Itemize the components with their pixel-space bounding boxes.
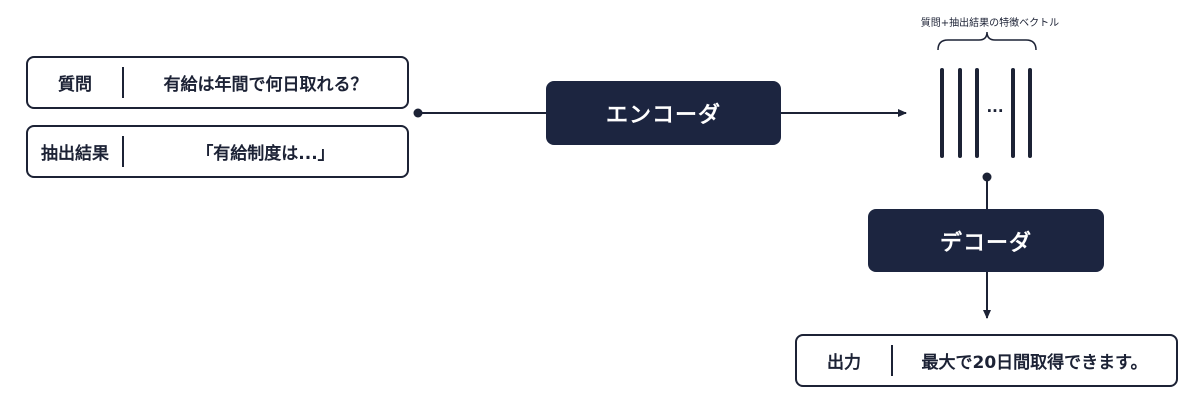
vectors-brace — [937, 31, 1037, 51]
question-label: 質問 — [58, 75, 92, 95]
vectors-caption: 質問+抽出結果の特徴ベクトル — [920, 18, 1060, 29]
encoder-block: エンコーダ — [546, 81, 781, 145]
extract-box: 抽出結果 「有給制度は...」 — [26, 125, 409, 178]
vectors-ellipsis: ... — [986, 98, 1004, 116]
output-divider — [891, 345, 893, 376]
question-value: 有給は年間で何日取れる？ — [163, 75, 368, 95]
extract-value: 「有給制度は...」 — [196, 144, 335, 164]
feature-vector-bars — [940, 68, 1032, 158]
question-divider — [122, 67, 124, 98]
vectors-connector-dot — [982, 172, 992, 182]
output-label: 出力 — [827, 353, 861, 373]
question-box: 質問 有給は年間で何日取れる？ — [26, 56, 409, 109]
output-box: 出力 最大で20日間取得できます。 — [795, 334, 1178, 387]
extract-divider — [122, 136, 124, 167]
extract-label: 抽出結果 — [41, 144, 109, 164]
decoder-block: デコーダ — [868, 209, 1104, 272]
output-value: 最大で20日間取得できます。 — [921, 353, 1148, 373]
